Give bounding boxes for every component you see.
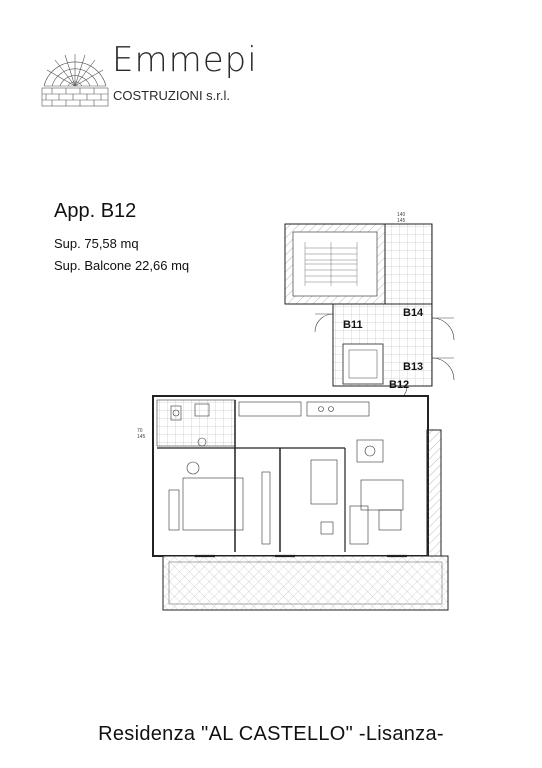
furniture [168,401,404,545]
apartment-walls [152,395,442,557]
unit-label-b11: B11 [343,319,363,331]
unit-label-b13: B13 [403,361,423,373]
residence-title: Residenza "AL CASTELLO" -Lisanza- [98,723,444,745]
dimension-label: 145 [137,434,146,440]
dimension-label: 140 [397,212,406,218]
dimension-label: 70 [137,428,143,434]
floor-plan: B14 B11 B13 B12 140 145 70 145 [137,212,455,611]
company-logo [41,54,109,107]
brand-name: Emmepi [112,40,258,80]
apartment-surface: Sup. 75,58 mq [54,236,139,251]
unit-label-b12: B12 [389,379,409,391]
stairwell [284,223,386,305]
balcony [162,555,449,611]
landing-corridor [332,223,433,387]
dimension-label: 145 [397,218,406,224]
apartment-title: App. B12 [54,200,137,222]
unit-label-b14: B14 [403,307,424,319]
brand-subtitle: COSTRUZIONI s.r.l. [113,88,230,103]
balcony-surface: Sup. Balcone 22,66 mq [54,258,190,273]
